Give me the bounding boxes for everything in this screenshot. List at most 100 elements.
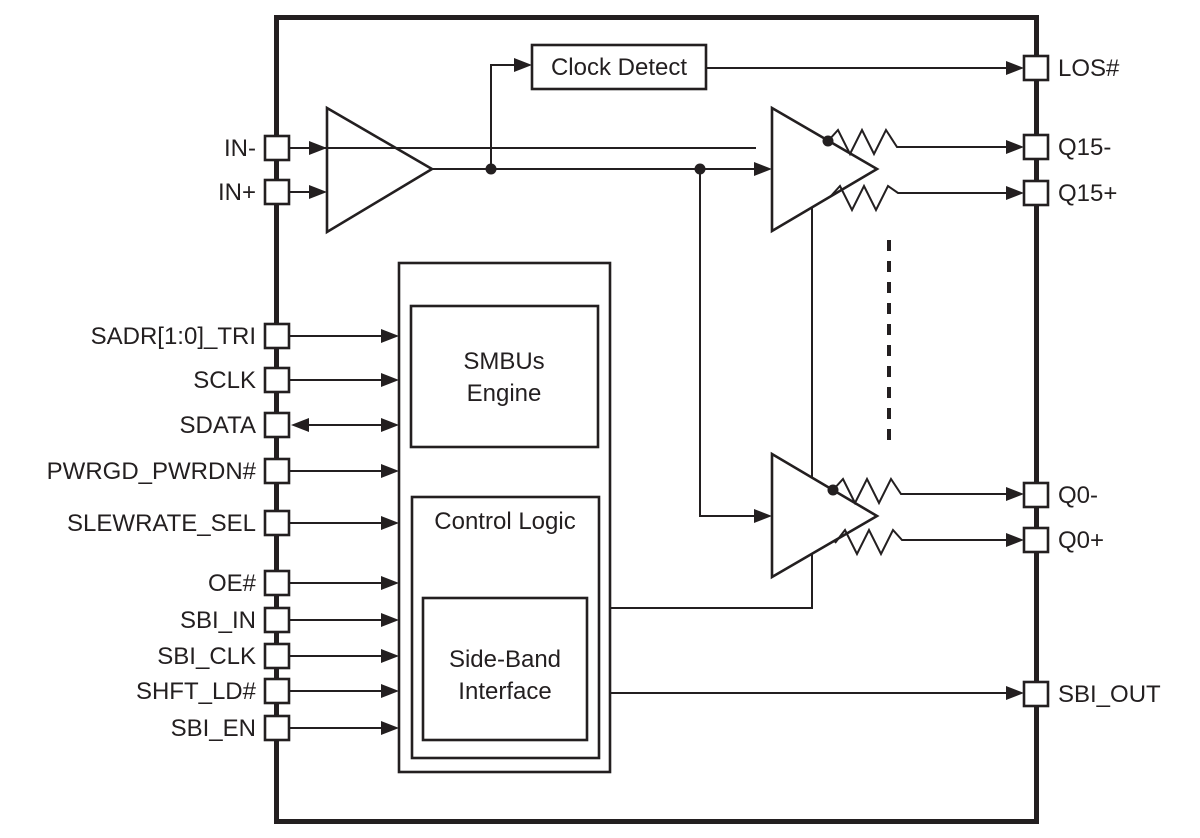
pin-pwrgd-pwrdn: PWRGD_PWRDN# (47, 457, 399, 485)
pin-label: Q0+ (1058, 527, 1104, 554)
right-pins: LOS# Q15- Q15+ Q0- Q0+ SBI_OUT (1022, 54, 1161, 708)
arrowhead-icon (381, 576, 399, 590)
junction-dot (485, 163, 497, 175)
arrowhead-icon (1006, 140, 1024, 154)
arrowhead-icon (381, 613, 399, 627)
sideband-interface-box (421, 596, 589, 742)
resistor-q15-minus-icon (827, 127, 1008, 157)
pin-label: IN- (224, 135, 256, 162)
pin-sbi-clk: SBI_CLK (157, 642, 399, 670)
wires (432, 58, 1024, 700)
control-logic-label: Control Logic (434, 508, 575, 535)
pin-label: Q0- (1058, 482, 1098, 509)
q15-output-buffer-icon (770, 105, 880, 234)
pin-label: Q15+ (1058, 180, 1117, 207)
pin-square (263, 411, 291, 439)
pin-label: OE# (208, 570, 257, 597)
pin-square (263, 178, 291, 206)
smbus-engine-label-line1: SMBUs (463, 348, 544, 375)
pin-q15-minus: Q15- (1022, 133, 1111, 161)
smbus-control-group: SMBUs Engine Control Logic Side-Band Int… (397, 261, 612, 774)
arrowhead-icon (381, 649, 399, 663)
pin-square (263, 134, 291, 162)
pin-square (263, 366, 291, 394)
wire-clock-detect-feed (490, 64, 516, 169)
junction-dot (694, 163, 706, 175)
pin-sdata: SDATA (180, 411, 399, 439)
arrowhead-icon (1006, 186, 1024, 200)
pin-q0-minus: Q0- (1022, 481, 1098, 509)
arrowhead-icon (381, 373, 399, 387)
pin-square (263, 457, 291, 485)
pin-sclk: SCLK (193, 366, 399, 394)
resistor-q0-minus-icon (832, 476, 1008, 506)
pin-label: SBI_OUT (1058, 681, 1161, 708)
pin-label: SBI_IN (180, 607, 256, 634)
pin-label: PWRGD_PWRDN# (47, 458, 257, 485)
arrowhead-icon (291, 418, 309, 432)
q0-output-buffer-icon (770, 451, 880, 580)
arrowhead-icon (381, 464, 399, 478)
arrowhead-icon (1006, 61, 1024, 75)
pin-label: SLEWRATE_SEL (67, 510, 256, 537)
pin-in-minus: IN- (224, 134, 756, 162)
pin-square (1022, 481, 1050, 509)
pin-sbi-in: SBI_IN (180, 606, 399, 634)
sideband-label-line1: Side-Band (449, 646, 561, 673)
arrowhead-icon (1006, 533, 1024, 547)
left-pins: IN- IN+ SADR[1:0]_TRI SCLK (47, 134, 756, 742)
clock-detect-block: Clock Detect (530, 43, 708, 91)
resistor-q15-plus-icon (829, 183, 1008, 213)
pin-label: LOS# (1058, 55, 1120, 82)
pin-label: Q15- (1058, 134, 1111, 161)
arrowhead-icon (309, 185, 327, 199)
termination-resistors (827, 127, 1024, 557)
pin-square (263, 714, 291, 742)
pin-square (1022, 54, 1050, 82)
pin-square (1022, 133, 1050, 161)
smbus-engine-box (409, 304, 600, 449)
pin-label: SADR[1:0]_TRI (91, 323, 256, 350)
pin-oe: OE# (208, 569, 399, 597)
pin-label: SBI_EN (171, 715, 256, 742)
arrowhead-icon (381, 329, 399, 343)
arrowhead-icon (754, 162, 772, 176)
pin-sbi-en: SBI_EN (171, 714, 399, 742)
pin-los: LOS# (1022, 54, 1120, 82)
arrowhead-icon (381, 516, 399, 530)
wire-q0-feed (699, 169, 756, 517)
pin-label: IN+ (218, 179, 256, 206)
pin-in-plus: IN+ (218, 178, 327, 206)
pin-square (263, 642, 291, 670)
arrowhead-icon (309, 141, 327, 155)
arrowhead-icon (1006, 686, 1024, 700)
pin-square (1022, 680, 1050, 708)
clock-detect-box (530, 43, 708, 91)
arrowhead-icon (381, 721, 399, 735)
arrowhead-icon (754, 509, 772, 523)
pin-square (1022, 179, 1050, 207)
pin-square (263, 677, 291, 705)
wire-output-enable (610, 207, 813, 609)
pin-square (263, 569, 291, 597)
arrowhead-icon (514, 58, 532, 72)
pin-square (1022, 526, 1050, 554)
pin-q0-plus: Q0+ (1022, 526, 1104, 554)
pin-square (263, 606, 291, 634)
pin-slewrate-sel: SLEWRATE_SEL (67, 509, 399, 537)
arrowhead-icon (381, 418, 399, 432)
input-buffer-icon (325, 105, 435, 235)
pin-q15-plus: Q15+ (1022, 179, 1117, 207)
pin-label: SBI_CLK (157, 643, 256, 670)
pin-square (263, 322, 291, 350)
pin-label: SHFT_LD# (136, 678, 257, 705)
chip-outline (274, 15, 1039, 824)
pin-sadr-tri: SADR[1:0]_TRI (91, 322, 399, 350)
pin-label: SCLK (193, 367, 256, 394)
arrowhead-icon (381, 684, 399, 698)
pin-shft-ld: SHFT_LD# (136, 677, 399, 705)
pin-label: SDATA (180, 412, 256, 439)
pin-square (263, 509, 291, 537)
